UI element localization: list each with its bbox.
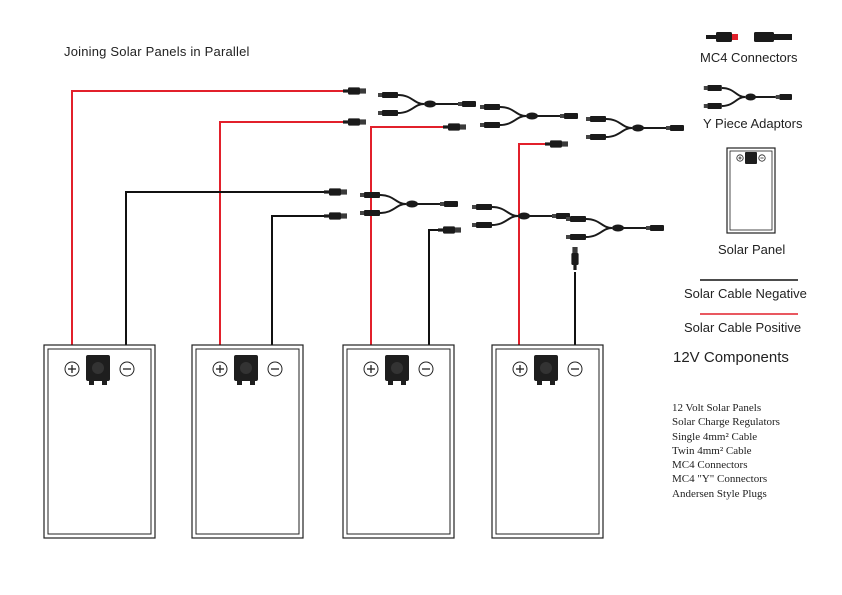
legend-mc4-icon <box>706 32 792 42</box>
negative-cable-panel-2 <box>271 215 326 345</box>
legend-solar-panel-label: Solar Panel <box>718 242 786 257</box>
positive-cables <box>71 90 547 345</box>
legend-positive-label: Solar Cable Positive <box>684 320 802 335</box>
component-item: MC4 Connectors <box>672 459 748 472</box>
legend-mc4-label: MC4 Connectors <box>700 50 798 65</box>
component-item: Single 4mm² Cable <box>672 430 758 443</box>
positive-cable-panel-1 <box>71 90 345 345</box>
solar-panel-1 <box>43 344 156 539</box>
component-item: Solar Charge Regulators <box>672 416 780 429</box>
legend-y-piece-label: Y Piece Adaptors <box>703 116 803 131</box>
legend-y-piece-icon <box>702 84 793 110</box>
positive-y-pieces <box>377 91 685 141</box>
negative-cable-panel-3 <box>428 229 440 345</box>
diagram-title: Joining Solar Panels in Parallel <box>64 44 250 59</box>
negative-mc4-connectors <box>324 188 579 270</box>
component-item: Andersen Style Plugs <box>672 487 767 500</box>
component-item: 12 Volt Solar Panels <box>672 402 762 414</box>
solar-panel-3 <box>342 344 455 539</box>
component-item: Twin 4mm² Cable <box>672 444 752 457</box>
positive-cable-panel-3 <box>370 126 445 345</box>
positive-cable-panel-2 <box>219 121 345 345</box>
positive-cable-panel-4 <box>518 143 547 345</box>
components-list: 12 Volt Solar Panels Solar Charge Regula… <box>672 401 780 501</box>
legend-solar-panel-icon <box>726 147 776 234</box>
solar-panel-2 <box>191 344 304 539</box>
solar-panel-4 <box>491 344 604 539</box>
legend-negative-label: Solar Cable Negative <box>684 286 807 301</box>
negative-cable-panel-1 <box>125 191 326 345</box>
component-item: MC4 "Y" Connectors <box>672 473 768 486</box>
negative-y-pieces <box>359 191 665 241</box>
components-heading: 12V Components <box>673 349 789 366</box>
negative-cables <box>125 191 576 345</box>
